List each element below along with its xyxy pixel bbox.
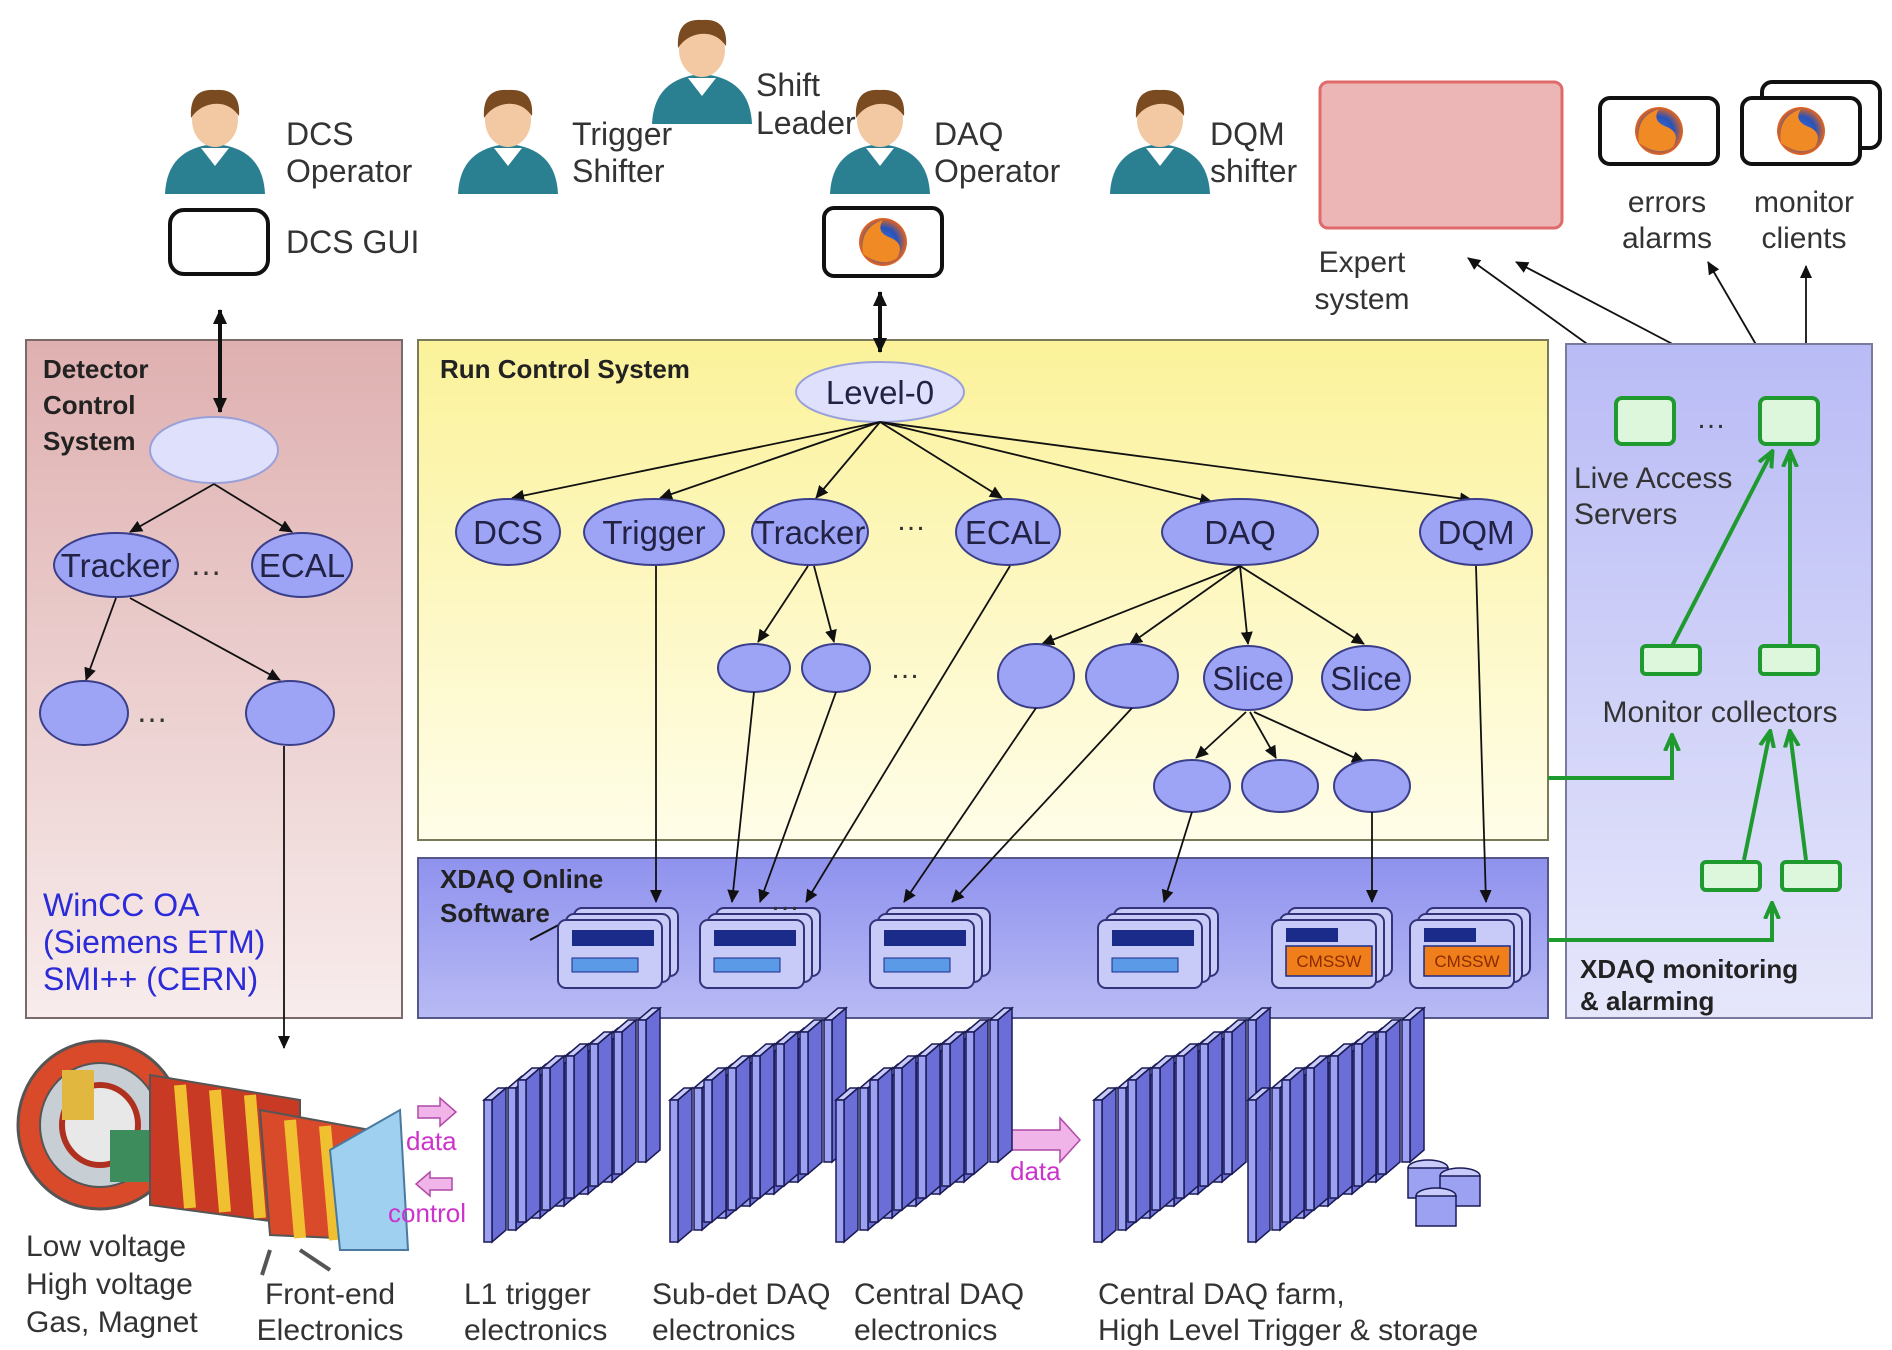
dqm-shifter-icon xyxy=(1110,89,1210,194)
dcs-ellipsis-a: … xyxy=(190,546,222,582)
slice-child-1[interactable] xyxy=(1153,759,1231,813)
dcs-operator-icon xyxy=(165,89,265,194)
xdaq-app-3[interactable] xyxy=(869,907,991,989)
data-label-2: data xyxy=(1010,1156,1061,1186)
dcs-gui-screen[interactable] xyxy=(168,208,270,276)
monitor-sensor-1[interactable] xyxy=(1700,860,1762,892)
data-arrow-2 xyxy=(1009,1116,1082,1164)
daq-slice-node-1[interactable] xyxy=(1203,645,1293,711)
xdaq-cmssw-app-2[interactable]: CMSSW xyxy=(1409,907,1531,989)
central-daq-farm-racks xyxy=(1094,1008,1424,1242)
monitor-sensor-2[interactable] xyxy=(1780,860,1842,892)
monitor-collector-2[interactable] xyxy=(1758,644,1820,676)
expert-system-box[interactable] xyxy=(1318,80,1564,230)
dcs-ellipsis-b: … xyxy=(136,693,168,729)
daq-operator-browser[interactable] xyxy=(822,206,944,278)
rcs-dcs-label: DCS xyxy=(473,514,543,551)
monitoring-panel-title: XDAQ monitoring& alarming xyxy=(1580,954,1798,1016)
cmssw-label-1: CMSSW xyxy=(1296,952,1361,971)
storage-disks xyxy=(1407,1159,1481,1227)
l1-trigger-racks xyxy=(484,1008,660,1242)
trigger-shifter-icon xyxy=(458,89,558,194)
rcs-to-xdaq-edges xyxy=(650,565,1492,903)
rcs-panel-title: Run Control System xyxy=(440,354,690,384)
xdaq-app-4[interactable] xyxy=(1097,907,1219,989)
rcs-daq-node[interactable] xyxy=(1161,498,1319,566)
rcs-dqm-node[interactable] xyxy=(1419,498,1533,566)
monitor-clients-browsers[interactable] xyxy=(1740,80,1882,166)
monitor-collector-1[interactable] xyxy=(1640,644,1702,676)
control-arrow xyxy=(414,1170,453,1198)
dcs-software-footer: WinCC OA(Siemens ETM)SMI++ (CERN) xyxy=(43,887,265,997)
daq-child-1[interactable] xyxy=(997,643,1075,709)
rcs-ecal-node[interactable] xyxy=(955,498,1061,566)
live-access-server-2[interactable] xyxy=(1758,396,1820,446)
rcs-ellipsis-1: … xyxy=(896,504,926,537)
dcs-tracker-node[interactable] xyxy=(53,532,179,598)
dcs-ecal-label: ECAL xyxy=(259,547,345,584)
daq-slice-node-2[interactable] xyxy=(1321,645,1411,711)
dcs-tracker-label: Tracker xyxy=(61,547,172,584)
rcs-dqm-label: DQM xyxy=(1438,514,1515,551)
rcs-ellipsis-2: … xyxy=(890,652,920,685)
monitoring-links xyxy=(1548,452,1808,942)
central-daq-racks xyxy=(836,1008,1012,1242)
slice-child-3[interactable] xyxy=(1333,759,1411,813)
central-daq-farm-label: Central DAQ farm,High Level Trigger & st… xyxy=(1098,1278,1478,1347)
xdaq-app-2[interactable] xyxy=(699,907,821,989)
rcs-dcs-node[interactable] xyxy=(455,498,561,566)
daq-slice-label-2: Slice xyxy=(1330,660,1402,697)
cmssw-label-2: CMSSW xyxy=(1434,952,1499,971)
subdet-daq-racks xyxy=(670,1008,846,1242)
dcs-leaf-node-2[interactable] xyxy=(245,680,335,746)
daq-slice-label-1: Slice xyxy=(1212,660,1284,697)
cms-detector-illustration xyxy=(16,1039,410,1276)
level-0-label: Level-0 xyxy=(826,374,934,411)
data-label-1: data xyxy=(406,1126,457,1156)
errors-alarms-browser[interactable] xyxy=(1598,96,1720,166)
dcs-top-node[interactable] xyxy=(149,416,279,484)
live-access-server-1[interactable] xyxy=(1614,396,1676,446)
xdaq-cmssw-app-1[interactable]: CMSSW xyxy=(1271,907,1393,989)
control-label: control xyxy=(388,1198,466,1228)
tracker-child-2[interactable] xyxy=(801,643,871,693)
dcs-ecal-node[interactable] xyxy=(251,532,353,598)
tracker-child-1[interactable] xyxy=(717,643,791,693)
live-access-ellipsis: … xyxy=(1696,402,1726,435)
xdaq-app-1[interactable] xyxy=(557,907,679,989)
level0-edges xyxy=(511,421,1473,506)
xdaq-ellipsis: … xyxy=(770,884,800,917)
rcs-trigger-node[interactable] xyxy=(583,498,725,566)
rcs-daq-label: DAQ xyxy=(1204,514,1276,551)
shift-leader-icon xyxy=(652,19,752,124)
dcs-leaf-node-1[interactable] xyxy=(39,680,129,746)
slice-child-2[interactable] xyxy=(1241,759,1319,813)
rcs-ecal-label: ECAL xyxy=(965,514,1051,551)
rcs-trigger-label: Trigger xyxy=(602,514,705,551)
rcs-tracker-label: Tracker xyxy=(755,514,866,551)
data-arrow-1 xyxy=(417,1096,458,1128)
daq-child-2[interactable] xyxy=(1085,643,1179,709)
xdaq-monitoring-panel xyxy=(1565,343,1873,1019)
dcs-gui-label: DCS GUI xyxy=(286,224,419,260)
rcs-tracker-node[interactable] xyxy=(751,498,869,566)
monitor-collectors-label: Monitor collectors xyxy=(1602,696,1837,729)
